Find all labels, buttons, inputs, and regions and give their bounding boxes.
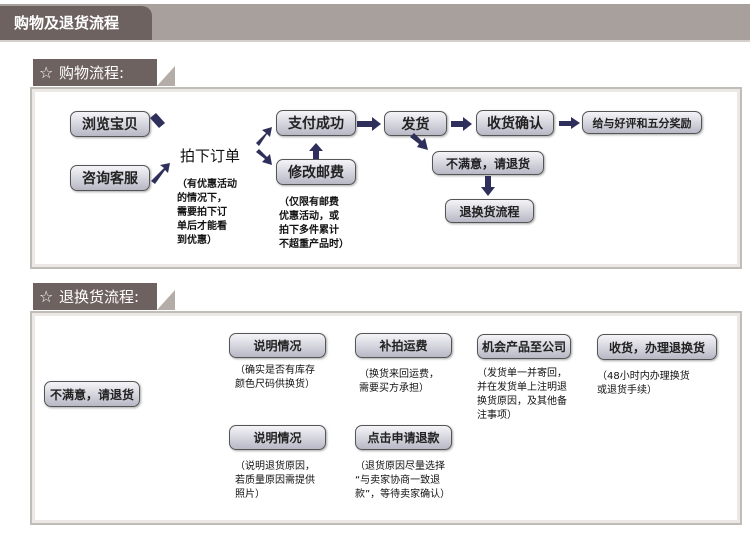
arrow-pay-to-ship xyxy=(357,117,381,131)
shipping-fee-step: 补拍运费 xyxy=(355,333,452,358)
consult-step: 咨询客服 xyxy=(70,165,150,191)
star-outline-icon: ☆ xyxy=(39,63,54,82)
browse-step: 浏览宝贝 xyxy=(70,111,150,137)
shopping-section-header: ☆ 购物流程: xyxy=(33,59,157,86)
header-tab-decoration xyxy=(157,66,175,86)
receive-note: （48小时内办理换货 或退货手续） xyxy=(597,371,690,396)
refund-note: （退货原因尽量选择 “与卖家协商一致退 款”，等待卖家确认） xyxy=(355,461,451,500)
refund-step: 点击申请退款 xyxy=(355,425,452,450)
explain-note-1: （确实是否有库存 颜色尺码供换货） xyxy=(235,365,315,390)
confirm-receipt-step: 收货确认 xyxy=(476,110,554,136)
return-flow-step: 退换货流程 xyxy=(445,199,534,223)
returns-unsatisfied-step: 不满意，请退货 xyxy=(44,381,140,407)
arrow-order-to-modify xyxy=(256,149,272,165)
send-back-note: （发货单一并寄回， 并在发货单上注明退 换货原因，及其他备 注事项） xyxy=(477,368,567,421)
order-note: （有优惠活动 的情况下， 需要拍下订 单后才能看 到优惠） xyxy=(177,179,237,246)
arrow-ship-to-confirm xyxy=(451,117,472,131)
arrow-order-to-pay xyxy=(256,127,272,146)
header-tab-decoration xyxy=(157,290,175,310)
returns-section-header: ☆ 退换货流程: xyxy=(33,283,157,310)
returns-section-title: 退换货流程: xyxy=(59,288,140,306)
arrow-confirm-to-reward xyxy=(559,117,580,129)
arrow-ship-to-unsatisfied xyxy=(410,133,428,150)
explain-step-1: 说明情况 xyxy=(229,333,326,358)
arrow-unsatisfied-to-return xyxy=(481,176,495,196)
modify-shipping-step: 修改邮费 xyxy=(276,159,356,185)
order-step: 拍下订单 xyxy=(180,147,241,165)
shopping-section-title: 购物流程: xyxy=(59,64,125,82)
explain-note-2: （说明退货原因， 若质量原因需提供 照片） xyxy=(235,461,315,500)
shipping-fee-note: （换货来回运费， 需要买方承担） xyxy=(359,369,439,394)
modify-note: （仅限有邮费 优惠活动，或 拍下多件累计 不超重产品时） xyxy=(279,197,349,250)
unsatisfied-step: 不满意，请退货 xyxy=(432,151,544,175)
arrow-consult-to-order xyxy=(151,163,170,184)
receive-step: 收货，办理退换货 xyxy=(597,334,717,360)
arrow-modify-to-pay xyxy=(309,143,323,159)
send-back-step: 机会产品至公司 xyxy=(477,334,571,359)
pay-step: 支付成功 xyxy=(276,110,356,136)
reward-step: 给与好评和五分奖励 xyxy=(582,111,702,134)
explain-step-2: 说明情况 xyxy=(229,425,326,450)
star-outline-icon: ☆ xyxy=(39,287,54,306)
page-title: 购物及退货流程 xyxy=(0,6,152,40)
arrow-browse-to-order xyxy=(150,113,165,128)
ship-step: 发货 xyxy=(384,111,447,136)
